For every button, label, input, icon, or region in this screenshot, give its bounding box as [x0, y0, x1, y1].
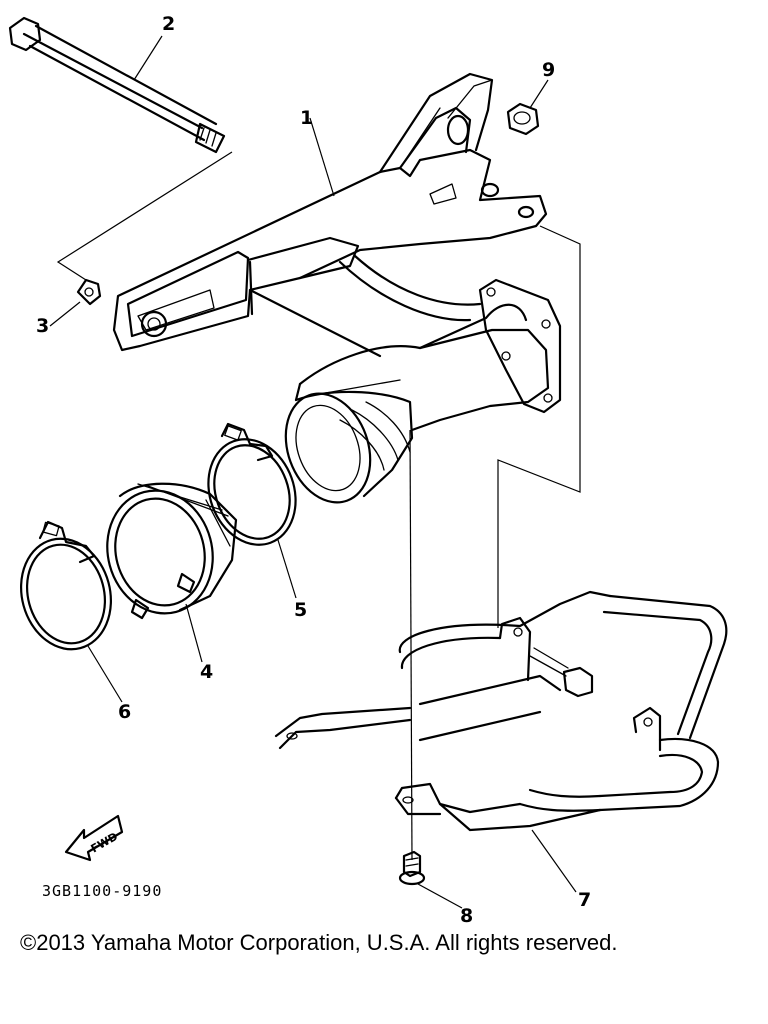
- fwd-label: FWD: [89, 830, 120, 856]
- assembly-line-center: [409, 429, 413, 861]
- part-1-swingarm: [112, 72, 562, 504]
- part-6-clamp: [19, 520, 113, 651]
- part-4-boot: [106, 482, 238, 620]
- assembly-line-right: [497, 225, 581, 628]
- part-8-bolt: [398, 850, 426, 886]
- part-5-clamp: [207, 422, 297, 546]
- copyright-notice: ©2013 Yamaha Motor Corporation, U.S.A. A…: [20, 930, 618, 955]
- forward-arrow-icon: FWD: [64, 814, 124, 862]
- callout-7: 7: [578, 889, 591, 911]
- part-7-guard: [274, 590, 728, 832]
- callout-6: 6: [118, 701, 131, 723]
- callout-3: 3: [36, 315, 49, 337]
- callout-labels: 2 1 3 4 5 6 7 8 9: [36, 13, 591, 927]
- exploded-parts-diagram: 2 1 3 4 5 6 7 8 9 FWD 3GB1100-9190: [8, 13, 728, 927]
- part-3-washer: [76, 278, 102, 306]
- assembly-line-shaft: [56, 151, 233, 281]
- guard-mount-bolt: [529, 647, 594, 698]
- callout-9: 9: [542, 59, 555, 81]
- callout-8: 8: [460, 905, 473, 927]
- callout-4: 4: [200, 661, 213, 683]
- part-2-pivot-shaft: [8, 16, 226, 154]
- part-9-nut: [506, 102, 540, 136]
- drawing-code: 3GB1100-9190: [42, 882, 162, 900]
- callout-2: 2: [162, 13, 175, 35]
- callout-1: 1: [300, 107, 313, 129]
- callout-leaders: [49, 35, 577, 909]
- callout-5: 5: [294, 599, 307, 621]
